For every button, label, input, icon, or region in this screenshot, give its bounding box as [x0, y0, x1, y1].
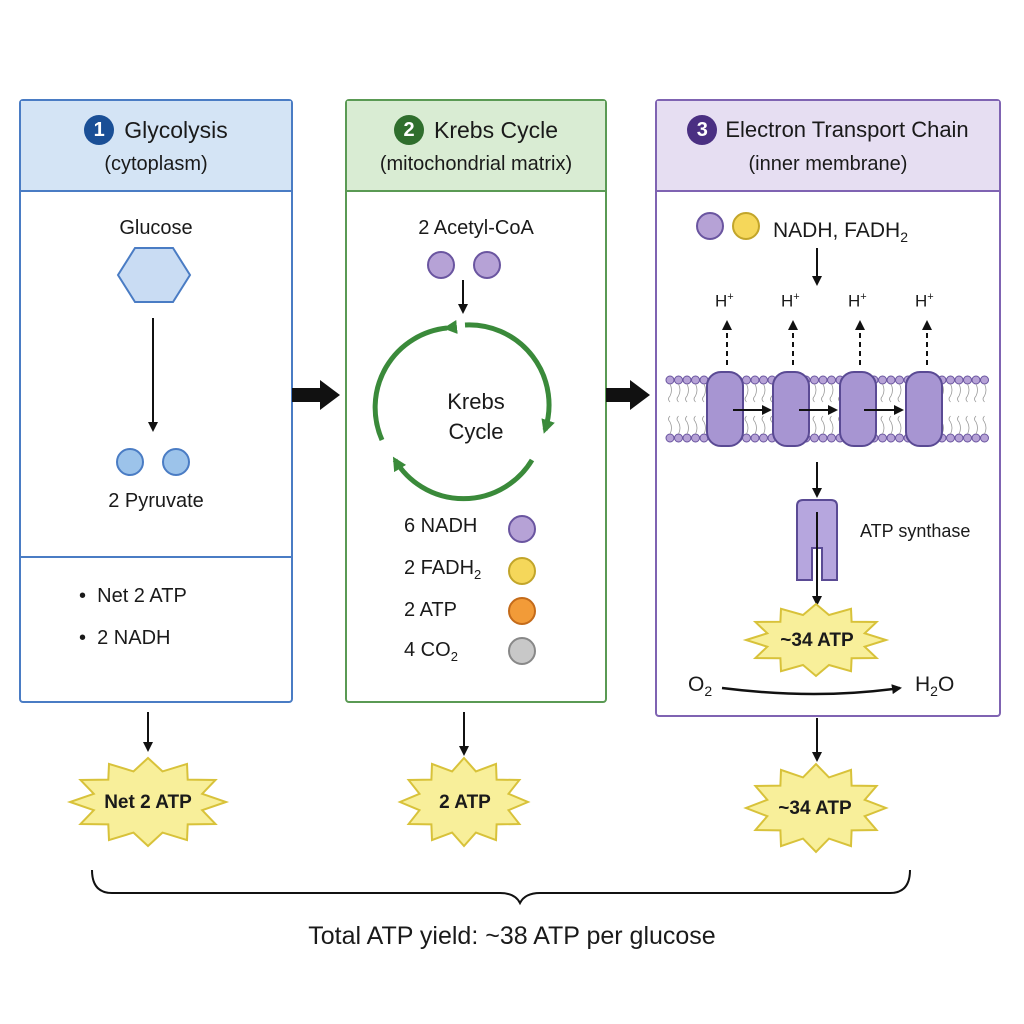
- panel-transition-arrow: [606, 380, 650, 410]
- etc-panel: 3 Electron Transport Chain (inner membra…: [655, 99, 1001, 717]
- oxygen-label: O2: [688, 673, 713, 700]
- acetyl-coa-molecule: [473, 251, 501, 279]
- acetyl-coa-label: 2 Acetyl-CoA: [418, 217, 534, 239]
- krebs-cycle-label: Krebs: [447, 389, 505, 414]
- total-atp-yield: Total ATP yield: ~38 ATP per glucose: [308, 922, 716, 950]
- nadh-molecule: [508, 515, 536, 543]
- synthase-atp-yield: ~34 ATP: [780, 630, 854, 651]
- product-fadh2-label: 2 FADH2: [404, 557, 482, 582]
- fadh2-molecule: [732, 212, 760, 240]
- proton-label: H+: [848, 291, 867, 311]
- krebs-cycle-label: Cycle: [448, 419, 504, 444]
- pyruvate-molecule: [116, 448, 144, 476]
- pyruvate-molecule: [162, 448, 190, 476]
- step-number-1: 1: [84, 115, 115, 145]
- panel-transition-arrow: [292, 380, 340, 410]
- water-label: H2O: [915, 673, 955, 700]
- etc-atp-yield: ~34 ATP: [778, 798, 852, 819]
- total-brace: [91, 869, 911, 906]
- fadh2-molecule: [508, 557, 536, 585]
- krebs-location: (mitochondrial matrix): [379, 153, 573, 175]
- atp-synthase-label: ATP synthase: [860, 521, 971, 541]
- proton-label: H+: [781, 291, 800, 311]
- glycolysis-location: (cytoplasm): [104, 153, 208, 175]
- glycolysis-summary-item: • Net 2 ATP: [79, 585, 187, 607]
- proton-label: H+: [715, 291, 734, 311]
- krebs-header: 2 Krebs Cycle (mitochondrial matrix): [347, 101, 605, 192]
- atp-molecule: [508, 597, 536, 625]
- glycolysis-atp-yield: Net 2 ATP: [104, 792, 192, 813]
- krebs-title: Krebs Cycle: [434, 116, 558, 143]
- step-number-3: 3: [687, 115, 718, 145]
- etc-header: 3 Electron Transport Chain (inner membra…: [657, 101, 999, 192]
- glycolysis-panel: 1 Glycolysis (cytoplasm) Glucose 2 Pyruv…: [19, 99, 293, 703]
- etc-input-label: NADH, FADH2: [773, 219, 908, 246]
- product-nadh-label: 6 NADH: [404, 515, 478, 537]
- krebs-atp-yield: 2 ATP: [439, 792, 491, 813]
- product-atp-label: 2 ATP: [404, 599, 457, 621]
- glucose-label: Glucose: [119, 217, 193, 239]
- pyruvate-label: 2 Pyruvate: [108, 490, 204, 512]
- etc-title: Electron Transport Chain: [725, 117, 969, 142]
- nadh-molecule: [696, 212, 724, 240]
- acetyl-coa-molecule: [427, 251, 455, 279]
- co2-molecule: [508, 637, 536, 665]
- proton-label: H+: [915, 291, 934, 311]
- krebs-panel: 2 Krebs Cycle (mitochondrial matrix) 2 A…: [345, 99, 607, 703]
- glycolysis-header: 1 Glycolysis (cytoplasm): [21, 101, 291, 192]
- step-number-2: 2: [394, 115, 424, 145]
- product-co2-label: 4 CO2: [404, 639, 458, 664]
- glycolysis-summary-item: • 2 NADH: [79, 627, 171, 649]
- glycolysis-divider: [21, 556, 291, 558]
- etc-location: (inner membrane): [748, 153, 908, 175]
- glycolysis-title: Glycolysis: [124, 116, 228, 143]
